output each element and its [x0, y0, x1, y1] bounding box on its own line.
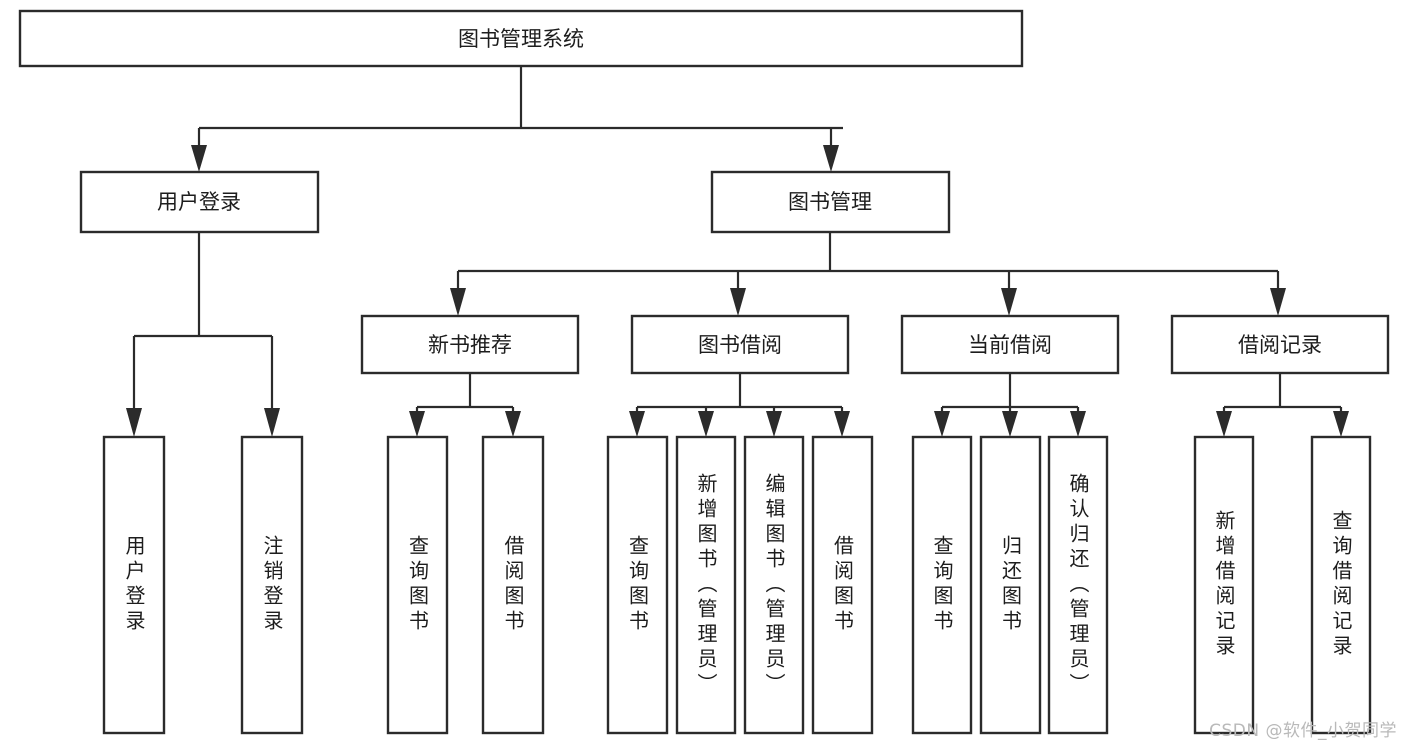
node-new-book-recommend-box[interactable]	[360, 314, 580, 375]
arrow-head-icon	[264, 408, 280, 437]
leaf-box-borrow-book-2[interactable]	[811, 435, 874, 735]
node-book-manage-label: 图书管理	[788, 190, 872, 214]
leaf-box-edit-book[interactable]	[743, 435, 805, 735]
watermark-text: CSDN @软件_小贺同学	[1209, 721, 1397, 741]
arrow-head-icon	[191, 145, 207, 172]
leaf-box-borrow-book-1[interactable]	[481, 435, 545, 735]
connector-borrow-record-to-leaves	[1216, 373, 1349, 437]
node-book-borrow[interactable]: 图书借阅	[630, 314, 850, 375]
arrow-head-icon	[1002, 411, 1018, 437]
arrow-head-icon	[766, 411, 782, 437]
arrow-head-icon	[823, 145, 839, 172]
leaf-box-logout-login[interactable]	[240, 435, 304, 735]
leaf-box-query-book-2[interactable]	[606, 435, 669, 735]
arrow-head-icon	[834, 411, 850, 437]
leaf-box-user-login[interactable]	[102, 435, 166, 735]
node-current-borrow-label: 当前借阅	[968, 333, 1052, 357]
leaf-box-add-book[interactable]	[675, 435, 737, 735]
arrow-head-icon	[409, 411, 425, 437]
arrow-head-icon	[698, 411, 714, 437]
node-user-login-box[interactable]	[79, 170, 320, 234]
leaf-box-confirm-return[interactable]	[1047, 435, 1109, 735]
node-current-borrow[interactable]: 当前借阅	[900, 314, 1120, 375]
node-borrow-record[interactable]: 借阅记录	[1170, 314, 1390, 375]
node-new-book-recommend-label: 新书推荐	[428, 333, 512, 357]
arrow-head-icon	[1270, 288, 1286, 316]
node-book-borrow-label: 图书借阅	[698, 333, 782, 357]
node-root-label: 图书管理系统	[458, 27, 584, 51]
node-borrow-record-label: 借阅记录	[1238, 333, 1322, 357]
node-root[interactable]: 图书管理系统	[18, 9, 1024, 68]
node-root-box[interactable]	[18, 9, 1024, 68]
arrow-head-icon	[1333, 411, 1349, 437]
arrow-head-icon	[450, 288, 466, 316]
node-book-manage[interactable]: 图书管理	[710, 170, 951, 234]
connector-book-manage-to-level3	[450, 232, 1286, 316]
arrow-head-icon	[126, 408, 142, 437]
connector-root-to-level2	[191, 66, 843, 172]
connector-book-borrow-to-leaves	[629, 373, 850, 437]
arrow-head-icon	[629, 411, 645, 437]
node-user-login[interactable]: 用户登录	[79, 170, 320, 234]
arrow-head-icon	[1070, 411, 1086, 437]
leaf-box-query-record[interactable]	[1310, 435, 1372, 735]
connector-current-borrow-to-leaves	[934, 373, 1086, 437]
node-user-login-label: 用户登录	[157, 190, 241, 214]
arrow-head-icon	[1216, 411, 1232, 437]
arrow-head-icon	[934, 411, 950, 437]
leaf-box-add-record[interactable]	[1193, 435, 1255, 735]
arrow-head-icon	[505, 411, 521, 437]
connector-user-login-to-leaves	[126, 232, 280, 437]
connector-new-book-recommend-to-leaves	[409, 373, 521, 437]
node-current-borrow-box[interactable]	[900, 314, 1120, 375]
arrow-head-icon	[730, 288, 746, 316]
leaf-box-query-book-3[interactable]	[911, 435, 973, 735]
leaf-box-query-book-1[interactable]	[386, 435, 449, 735]
arrow-head-icon	[1001, 288, 1017, 316]
node-new-book-recommend[interactable]: 新书推荐	[360, 314, 580, 375]
leaf-box-return-book[interactable]	[979, 435, 1042, 735]
